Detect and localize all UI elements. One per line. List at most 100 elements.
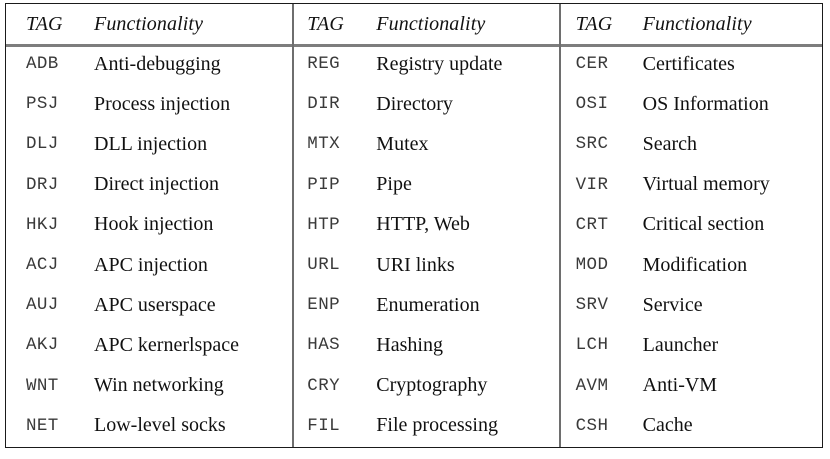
tag-cell: CER [575,54,609,75]
tag-cell: FIL [307,415,341,436]
functionality-cell: Certificates [642,52,735,75]
tag-cell: CSH [575,415,609,436]
column-2-header-functionality: Functionality [376,12,486,35]
column-divider-2 [559,4,561,447]
functionality-cell: Cache [642,414,693,437]
functionality-cell: Process injection [94,92,231,115]
tag-cell: DIR [307,94,341,115]
tag-cell: HAS [307,335,341,356]
functionality-cell: APC kernerlspace [94,333,239,356]
tag-cell: SRC [575,134,609,155]
tag-cell: LCH [575,335,609,356]
tag-cell: PIP [307,174,341,195]
table-row: MTX Mutex [291,124,557,164]
table-row: SRC Search [558,124,822,164]
functionality-cell: OS Information [642,92,769,115]
functionality-cell: Anti-debugging [94,52,221,75]
tag-cell: AKJ [26,335,59,356]
functionality-cell: HTTP, Web [376,213,470,236]
table-column-1: TAG Functionality ADB Anti-debugging PSJ… [6,4,291,447]
table-row: PSJ Process injection [6,84,291,124]
table-row: HAS Hashing [291,325,557,365]
table-row: REG Registry update [291,44,557,84]
functionality-cell: Direct injection [94,173,219,196]
tag-cell: CRY [307,375,341,396]
table-row: CRY Cryptography [291,366,557,406]
tag-cell: HTP [307,214,341,235]
table-row: ENP Enumeration [291,285,557,325]
table-row: CRT Critical section [558,205,822,245]
table-row: LCH Launcher [558,325,822,365]
table-row: CSH Cache [558,406,822,446]
table-row: AKJ APC kernerlspace [6,325,291,365]
functionality-cell: Hook injection [94,213,214,236]
table-column-2: TAG Functionality REG Registry update DI… [291,4,557,447]
tag-cell: NET [26,415,59,436]
table-column-3: TAG Functionality CER Certificates OSI O… [558,4,822,447]
column-2-header-row: TAG Functionality [291,4,557,44]
column-3-header-row: TAG Functionality [558,4,822,44]
tag-cell: OSI [575,94,609,115]
table-row: MOD Modification [558,245,822,285]
table-row: DLJ DLL injection [6,124,291,164]
column-2-header-tag: TAG [307,12,344,35]
tag-cell: MTX [307,134,341,155]
tag-cell: MOD [575,255,609,276]
functionality-cell: Anti-VM [642,374,718,397]
table-columns: TAG Functionality ADB Anti-debugging PSJ… [6,4,822,447]
table-row: ACJ APC injection [6,245,291,285]
table-row: NET Low-level socks [6,406,291,446]
table-row: HKJ Hook injection [6,205,291,245]
functionality-cell: DLL injection [94,132,208,155]
functionality-cell: File processing [376,414,498,437]
table-row: FIL File processing [291,406,557,446]
functionality-cell: Enumeration [376,293,480,316]
table-row: SRV Service [558,285,822,325]
functionality-cell: Win networking [94,374,224,397]
column-1-header-tag: TAG [26,12,63,35]
column-1-header-row: TAG Functionality [6,4,291,44]
tag-cell: ACJ [26,255,59,276]
column-1-header-functionality: Functionality [94,12,204,35]
functionality-cell: Virtual memory [642,173,770,196]
column-3-header-tag: TAG [575,12,613,35]
tag-cell: URL [307,255,341,276]
functionality-cell: Registry update [376,52,503,75]
functionality-cell: Launcher [642,333,719,356]
functionality-cell: APC userspace [94,293,216,316]
tag-cell: ADB [26,54,59,75]
functionality-cell: Mutex [376,132,429,155]
tag-cell: REG [307,54,341,75]
functionality-cell: Service [642,293,703,316]
tag-cell: DLJ [26,134,59,155]
table-row: ADB Anti-debugging [6,44,291,84]
tag-cell: SRV [575,295,609,316]
table-row: DRJ Direct injection [6,165,291,205]
tag-cell: CRT [575,214,609,235]
column-3-header-functionality: Functionality [642,12,752,35]
column-divider-1 [292,4,294,447]
tag-cell: AUJ [26,295,59,316]
table-row: DIR Directory [291,84,557,124]
table-row: AUJ APC userspace [6,285,291,325]
functionality-cell: Search [642,132,698,155]
tag-cell: VIR [575,174,609,195]
tag-cell: HKJ [26,214,59,235]
functionality-cell: Low-level socks [94,414,226,437]
tag-cell: PSJ [26,94,59,115]
table-row: HTP HTTP, Web [291,205,557,245]
functionality-cell: Critical section [642,213,765,236]
table-row: CER Certificates [558,44,822,84]
functionality-cell: Hashing [376,333,443,356]
functionality-cell: Directory [376,92,453,115]
functionality-cell: URI links [376,253,455,276]
functionality-cell: Cryptography [376,374,488,397]
header-separator-rule [6,44,822,47]
tag-cell: WNT [26,375,59,396]
tag-cell: DRJ [26,174,59,195]
tag-cell: ENP [307,295,341,316]
functionality-cell: APC injection [94,253,208,276]
tag-cell: AVM [575,375,609,396]
table-row: OSI OS Information [558,84,822,124]
